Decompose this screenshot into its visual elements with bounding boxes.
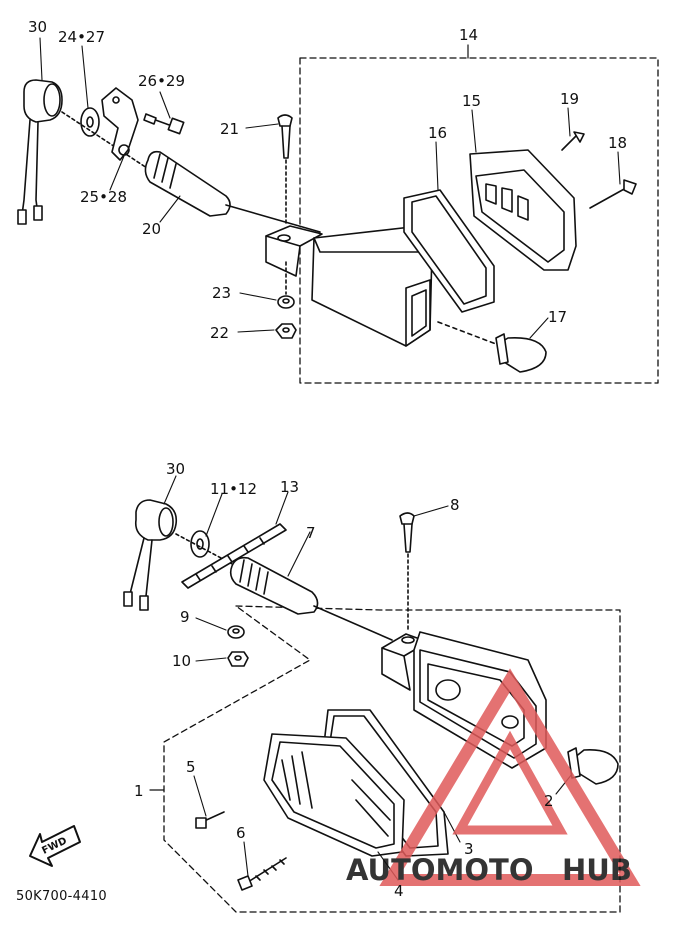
part-label-30-top: 30	[28, 18, 47, 36]
part-label-14: 14	[459, 26, 478, 44]
part-label-7: 7	[306, 524, 316, 542]
connector-boot-30-bottom	[123, 499, 178, 611]
nut-22	[275, 323, 297, 339]
part-label-2: 2	[544, 792, 554, 810]
watermark-text-gray: HUB	[562, 853, 632, 887]
part-label-24-27: 24•27	[58, 28, 105, 46]
part-label-11-12: 11•12	[210, 480, 257, 498]
catalog-code: 50K700-4410	[16, 889, 107, 904]
bolt-26-29	[143, 113, 185, 135]
assembly-box-1	[163, 605, 621, 913]
part-label-25-28: 25•28	[80, 188, 127, 206]
part-label-30-bottom: 30	[166, 460, 185, 478]
nut-10	[227, 651, 249, 667]
screw-21	[277, 114, 293, 225]
part-label-23: 23	[212, 284, 231, 302]
part-label-6: 6	[236, 824, 246, 842]
part-label-4: 4	[394, 882, 404, 900]
part-label-3: 3	[464, 840, 474, 858]
part-label-5: 5	[186, 758, 196, 776]
lens-15	[469, 149, 577, 271]
part-label-9: 9	[180, 608, 190, 626]
fwd-arrow-icon	[29, 825, 81, 867]
screw-18	[589, 179, 637, 209]
part-label-21: 21	[220, 120, 239, 138]
part-label-13: 13	[280, 478, 299, 496]
connector-boot-30-top	[17, 79, 63, 225]
bulb-17	[437, 321, 547, 373]
part-label-26-29: 26•29	[138, 72, 185, 90]
lens-housing-upper	[265, 225, 433, 347]
screw-5	[195, 811, 225, 829]
part-label-8: 8	[450, 496, 460, 514]
bracket-25-28	[101, 87, 139, 161]
screw-8	[399, 512, 415, 631]
grommet-24-27	[61, 107, 151, 171]
part-label-20: 20	[142, 220, 161, 238]
screw-19	[561, 131, 585, 151]
watermark-triangle	[379, 668, 641, 886]
part-label-10: 10	[172, 652, 191, 670]
washer-9	[227, 625, 245, 639]
band-13	[181, 523, 287, 589]
socket-7	[229, 556, 393, 641]
lens-4	[263, 733, 405, 857]
part-label-18: 18	[608, 134, 627, 152]
part-label-19: 19	[560, 90, 579, 108]
gasket-16	[403, 189, 495, 313]
part-label-15: 15	[462, 92, 481, 110]
part-label-16: 16	[428, 124, 447, 142]
washer-23	[277, 261, 295, 309]
part-label-22: 22	[210, 324, 229, 342]
watermark-logo: AUTOMOTO HUB	[346, 668, 641, 887]
assembly-box-14	[299, 57, 659, 384]
part-label-1: 1	[134, 782, 144, 800]
part-label-17: 17	[548, 308, 567, 326]
watermark-text-orange: AUTOMOTO	[346, 853, 533, 887]
screw-6	[237, 857, 287, 891]
socket-20	[144, 150, 321, 233]
